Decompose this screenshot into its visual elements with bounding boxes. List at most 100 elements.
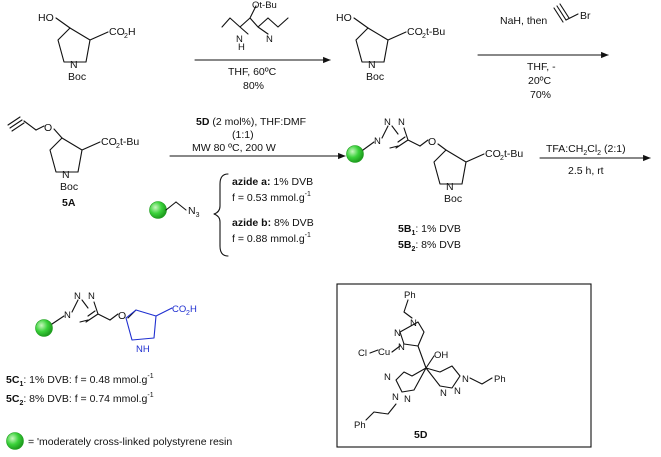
atom-n: N <box>88 291 95 302</box>
azide-n: N <box>188 205 196 217</box>
step4-sub1: 2 <box>583 150 587 157</box>
step1-yield: 80% <box>243 80 264 92</box>
atom-sub: 2 <box>422 33 426 40</box>
step4-b: Cl <box>587 143 597 155</box>
atom-n: N <box>440 388 447 399</box>
atom-ph: Ph <box>404 290 416 301</box>
step4-c: (2:1) <box>601 143 626 155</box>
atom-n: N <box>398 342 405 353</box>
b1-text: : 1% DVB <box>415 223 461 235</box>
atom-sub: 2 <box>186 310 190 317</box>
atom-n: N <box>384 117 391 128</box>
step3-ratio: (1:1) <box>232 129 254 141</box>
atom-n: N <box>374 136 381 147</box>
azide-n3-sub: 3 <box>196 212 200 219</box>
atom-n: N <box>398 117 405 128</box>
atom-co: CO <box>172 304 186 315</box>
label-5c1: 5C1: 1% DVB: f = 0.48 mmol.g-1 <box>6 373 154 388</box>
atom-h: H <box>190 304 197 315</box>
atom-n: N <box>446 181 454 193</box>
molecule-5c: N N N O CO 2 H NH 5C1: 1% DVB: f = 0.48 … <box>6 291 197 407</box>
legend-text: = 'moderately cross-linked polystyrene r… <box>28 436 232 448</box>
atom-cl: Cl <box>358 348 367 359</box>
atom-h: H <box>128 26 136 38</box>
atom-boc: Boc <box>366 71 384 83</box>
atom-n: N <box>70 59 78 71</box>
atom-boc: Boc <box>444 193 462 205</box>
atom-n: N <box>62 169 70 181</box>
atom-ho: HO <box>38 12 54 24</box>
atom-n: N <box>64 310 71 321</box>
molecule-5a: O CO 2 t-Bu N Boc 5A <box>7 116 139 209</box>
step2-yield: 70% <box>530 89 551 101</box>
c1-exp: -1 <box>147 373 153 380</box>
azide-a-f: f = 0.53 mmol.g-1 <box>232 191 311 204</box>
atom-ph: Ph <box>494 374 506 385</box>
b2-sub: 2 <box>411 246 415 253</box>
step3-cond1: (2 mol%), THF:DMF <box>209 116 306 128</box>
atom-co: CO <box>101 136 117 148</box>
azide-a-name: azide a: <box>232 176 271 188</box>
b1-label: 5B <box>398 223 412 235</box>
azide-a-dvb: 1% DVB <box>271 176 314 188</box>
atom-o: O <box>428 136 436 148</box>
step3-text: 5D (2 mol%), THF:DMF <box>196 116 306 128</box>
azide-a-line: azide a: 1% DVB <box>232 176 313 188</box>
label-5b1: 5B1: 1% DVB <box>398 223 461 237</box>
atom-oh: OH <box>434 350 448 361</box>
atom-n: N <box>368 59 376 71</box>
atom-n: N <box>454 386 461 397</box>
step2-reagent: NaH, then <box>500 15 547 27</box>
step4-reagent: TFA:CH2Cl2 (2:1) <box>546 143 626 157</box>
c2-label: 5C <box>6 393 20 405</box>
atom-tbu: t-Bu <box>504 148 523 160</box>
atom-n: N <box>394 328 401 339</box>
label-5a: 5A <box>62 197 76 209</box>
c1-text: : 1% DVB: f = 0.48 mmol.g <box>23 374 147 386</box>
atom-n: N <box>462 374 469 385</box>
reaction-arrow-2: NaH, then Br THF, - 20ºC 70% <box>477 3 609 101</box>
step4-sub2: 2 <box>597 150 601 157</box>
azide-n3: N3 <box>188 205 200 219</box>
atom-n: N <box>404 394 411 405</box>
molecule-tbu-ester: HO CO 2 t-Bu N Boc <box>336 12 445 83</box>
molecule-5b: N N N O CO 2 t-Bu N Boc 5B1: 1% DVB 5B2:… <box>346 117 523 253</box>
resin-bead <box>149 201 167 219</box>
atom-n: N <box>236 34 243 45</box>
azide-b-dvb: 8% DVB <box>271 217 314 229</box>
azide-b-f-value: f = 0.88 mmol.g <box>232 233 305 245</box>
reaction-arrow-1: Ot-Bu N H N THF, 60ºC 80% <box>194 0 331 92</box>
atom-n: N <box>392 392 399 403</box>
molecule-hydroxyproline-boc: HO CO 2 H N Boc <box>38 12 136 83</box>
resin-bead <box>346 145 364 163</box>
b2-label: 5B <box>398 239 412 251</box>
step4-a: TFA:CH <box>546 143 583 155</box>
atom-sub: 2 <box>500 155 504 162</box>
atom-nh: NH <box>136 344 150 355</box>
c2-exp: -1 <box>147 392 153 399</box>
atom-boc: Boc <box>60 181 78 193</box>
step2-temp: 20ºC <box>528 75 552 87</box>
step4-time: 2.5 h, rt <box>568 165 604 177</box>
step3-catalyst: 5D <box>196 116 210 128</box>
b1-sub: 1 <box>411 230 415 237</box>
atom-boc: Boc <box>68 71 86 83</box>
c1-sub: 1 <box>19 381 23 388</box>
step3-mw: MW 80 ºC, 200 W <box>192 142 276 154</box>
atom-n: N <box>266 34 273 45</box>
azide-options: azide a: 1% DVB f = 0.53 mmol.g-1 azide … <box>232 176 314 245</box>
azide-b-name: azide b: <box>232 217 271 229</box>
resin-azide: N3 <box>149 201 200 219</box>
atom-ph: Ph <box>354 420 366 431</box>
atom-ho: HO <box>336 12 352 24</box>
c2-sub: 2 <box>19 400 23 407</box>
resin-bead <box>35 319 53 337</box>
resin-bead-legend <box>6 432 24 450</box>
azide-b-f: f = 0.88 mmol.g-1 <box>232 232 311 245</box>
atom-n: N <box>74 291 81 302</box>
atom-o: O <box>44 122 52 134</box>
atom-sub: 2 <box>116 143 120 150</box>
atom-n: N <box>384 372 391 383</box>
step1-conditions: THF, 60ºC <box>228 66 277 78</box>
